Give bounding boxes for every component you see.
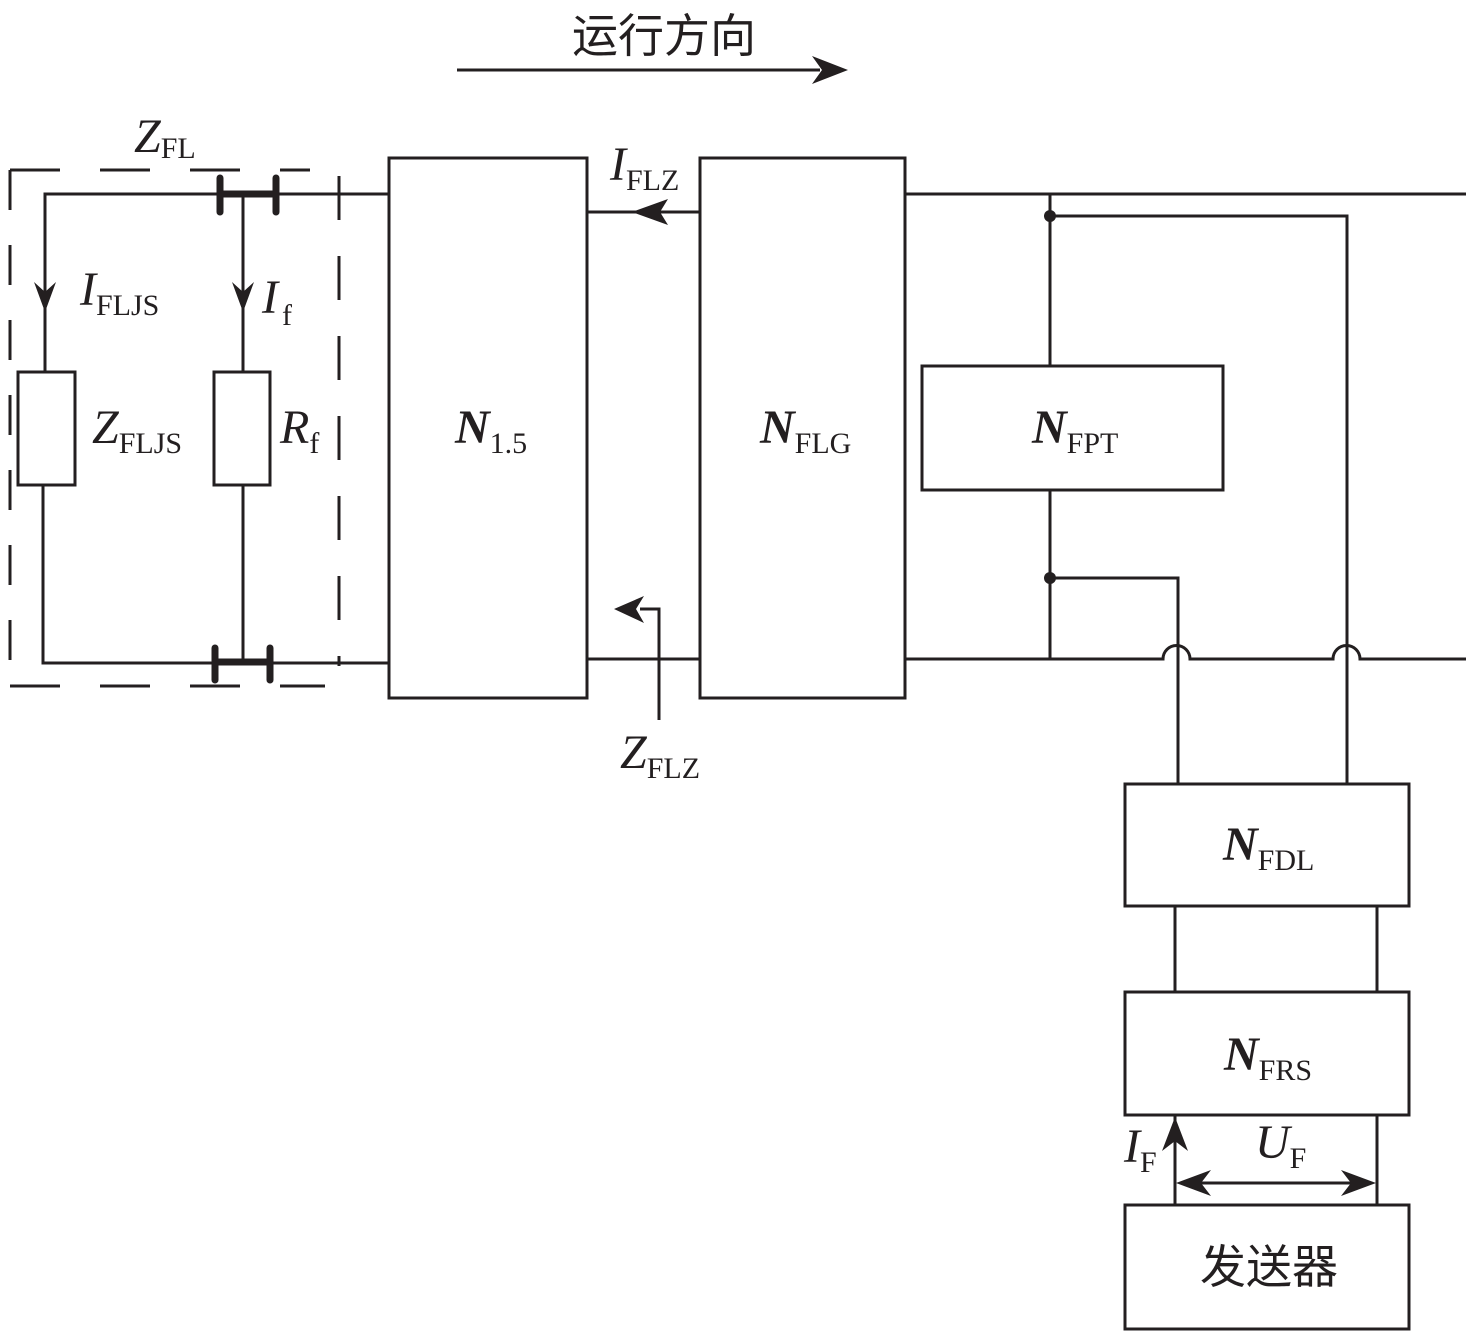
iflz-arrow-icon: [632, 199, 668, 225]
direction-label: 运行方向: [572, 9, 756, 63]
label-ifljs: IFLJS: [79, 263, 159, 322]
zfl-dashed-region: [8, 168, 341, 688]
label-uf: UF: [1255, 1116, 1306, 1175]
label-if-big: IF: [1123, 1120, 1157, 1179]
block-transmitter: [1123, 1203, 1411, 1331]
label-nflg: NFLG: [759, 401, 851, 460]
block-nflg: [698, 156, 907, 700]
uf-double-arrow: [1176, 1170, 1376, 1196]
if-arrow-icon: [232, 282, 254, 312]
zfljs-impedance: [16, 370, 77, 487]
label-nfpt: NFPT: [1031, 401, 1118, 460]
label-zfl: ZFL: [134, 110, 196, 165]
label-nfdl: NFDL: [1222, 818, 1314, 877]
zflz-indicator-arrow: [614, 596, 661, 720]
block-nfrs: [1123, 990, 1411, 1117]
label-nfrs: NFRS: [1223, 1028, 1312, 1087]
block-n15: [387, 156, 589, 700]
insulation-joint-bottom: [211, 644, 274, 684]
label-zflz: ZFLZ: [620, 726, 700, 785]
label-rf: Rf: [279, 401, 319, 460]
direction-arrow: [457, 56, 848, 84]
right-rails: [905, 192, 1466, 661]
if-big-arrow-icon: [1162, 1117, 1188, 1151]
insulation-joint-top: [216, 174, 280, 216]
block-nfpt: [920, 364, 1225, 492]
block-nfdl: [1123, 782, 1411, 908]
label-zfljs: ZFLJS: [92, 401, 182, 460]
label-n15: N1.5: [454, 401, 527, 460]
ifljs-arrow-icon: [34, 282, 56, 312]
label-iflz: IFLZ: [609, 138, 679, 197]
rf-resistor: [212, 370, 272, 487]
transmitter-label: 发送器: [1200, 1240, 1338, 1294]
